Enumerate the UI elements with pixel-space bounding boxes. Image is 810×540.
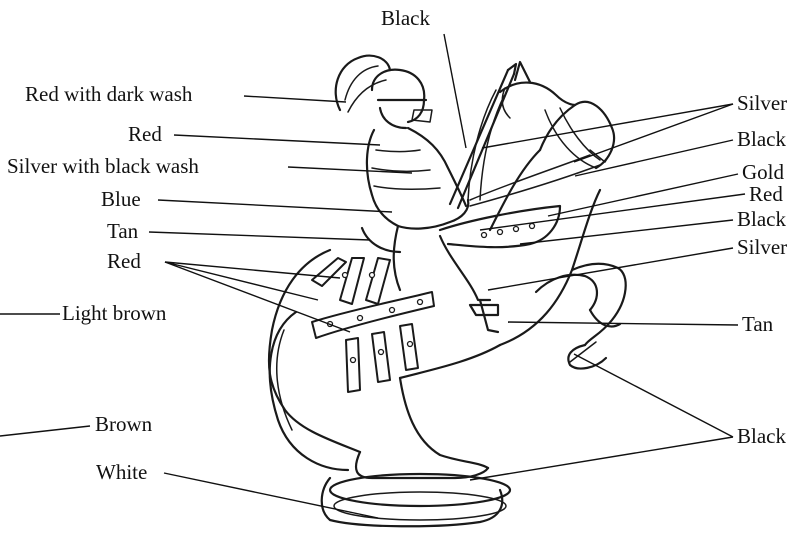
label-body: Light brown [62,303,166,324]
leader-black-2 [520,220,733,244]
leader-black-1 [575,140,733,176]
label-mane: Brown [95,414,152,435]
label-armor: Silver with black wash [7,156,199,177]
label-red-right: Red [749,184,783,205]
label-saddle: Tan [107,221,138,242]
label-tan-right: Tan [742,314,773,335]
leader-blanket-1 [165,262,340,278]
leader-gold [548,174,738,216]
label-vest: Blue [101,189,141,210]
label-silver-1: Silver [737,93,787,114]
leader-armor [288,167,412,173]
label-black-2: Black [737,209,786,230]
label-silver-2: Silver [737,237,787,258]
leader-tan-right [508,322,738,325]
leader-mane [0,426,90,436]
leader-plume [244,96,346,102]
rider [336,56,516,332]
label-sleeve: Red [128,124,162,145]
leader-top-black [444,34,466,148]
label-plume: Red with dark wash [25,84,192,105]
label-blanket: Red [107,251,141,272]
label-gold: Gold [742,162,784,183]
leader-sleeve [174,135,380,145]
leader-hoof-2 [470,437,733,480]
leader-silver-1a [482,104,733,148]
leader-saddle [149,232,370,240]
pedestal-base [322,474,510,526]
label-black-1: Black [737,129,786,150]
label-top-black: Black [381,8,430,29]
leader-silver-1b [574,104,733,162]
leader-vest [158,200,392,212]
leader-blanket-2 [165,262,318,300]
leader-base [164,473,378,518]
leader-silver-2 [488,248,733,290]
label-base: White [96,462,147,483]
label-black-hooves: Black [737,426,786,447]
leader-hoof-1 [574,354,733,437]
